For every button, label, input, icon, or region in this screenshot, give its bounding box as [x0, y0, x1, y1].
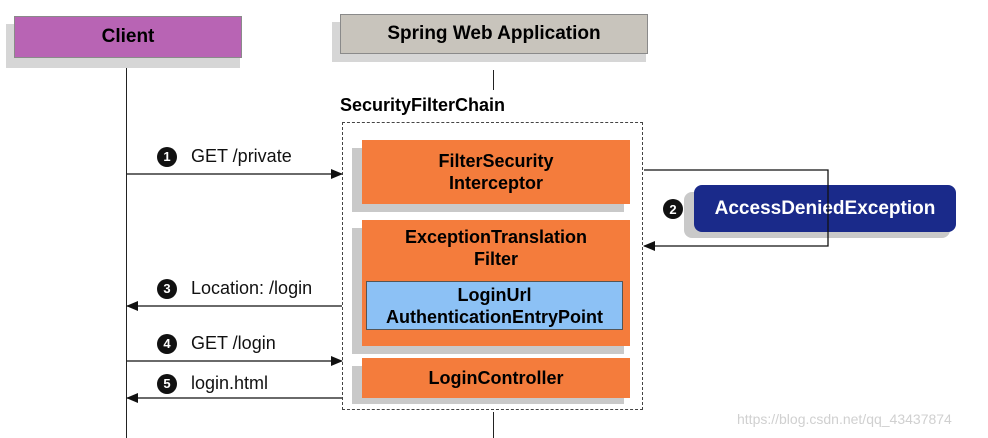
- step-5-number: 5: [157, 373, 177, 394]
- security-filter-chain-label: SecurityFilterChain: [340, 95, 506, 115]
- step-1-label: GET /private: [191, 146, 292, 166]
- step-5-label: login.html: [191, 373, 269, 393]
- step-2: 2: [663, 199, 683, 219]
- security-filter-chain: [342, 122, 643, 410]
- entry-point-line2: AuthenticationEntryPoint: [386, 306, 603, 327]
- step-3-number: 3: [157, 278, 177, 299]
- login-controller-label: LoginController: [428, 368, 564, 388]
- filter-security-interceptor-line2: Interceptor: [448, 173, 544, 193]
- app-header: Spring Web Application: [340, 14, 648, 54]
- step-4: 4 GET /login: [157, 333, 276, 354]
- step-2-number: 2: [663, 199, 683, 219]
- filter-security-interceptor: FilterSecurity Interceptor: [362, 140, 630, 204]
- app-header-label: Spring Web Application: [387, 23, 601, 44]
- entry-point-line1: LoginUrl: [457, 284, 532, 305]
- client-header: Client: [14, 16, 242, 58]
- access-denied-exception: AccessDeniedException: [694, 185, 956, 232]
- exception-translation-filter-line2: Filter: [473, 249, 518, 269]
- client-header-label: Client: [101, 26, 155, 47]
- filter-security-interceptor-line1: FilterSecurity: [438, 151, 554, 171]
- step-1: 1 GET /private: [157, 146, 292, 167]
- step-4-number: 4: [157, 333, 177, 354]
- watermark: https://blog.csdn.net/qq_43437874: [737, 411, 952, 427]
- step-4-label: GET /login: [191, 333, 276, 353]
- exception-translation-filter-line1: ExceptionTranslation: [404, 227, 588, 247]
- login-url-authentication-entry-point: LoginUrl AuthenticationEntryPoint: [366, 281, 623, 330]
- app-lifeline-top: [493, 70, 494, 90]
- access-denied-exception-label: AccessDeniedException: [714, 197, 936, 219]
- arrow-exception-loop: [643, 169, 829, 251]
- step-5: 5 login.html: [157, 373, 268, 394]
- app-lifeline-bottom: [493, 412, 494, 438]
- step-3: 3 Location: /login: [157, 278, 312, 299]
- login-controller: LoginController: [362, 358, 630, 398]
- client-lifeline: [126, 68, 127, 438]
- step-1-number: 1: [157, 146, 177, 167]
- step-3-label: Location: /login: [191, 278, 313, 298]
